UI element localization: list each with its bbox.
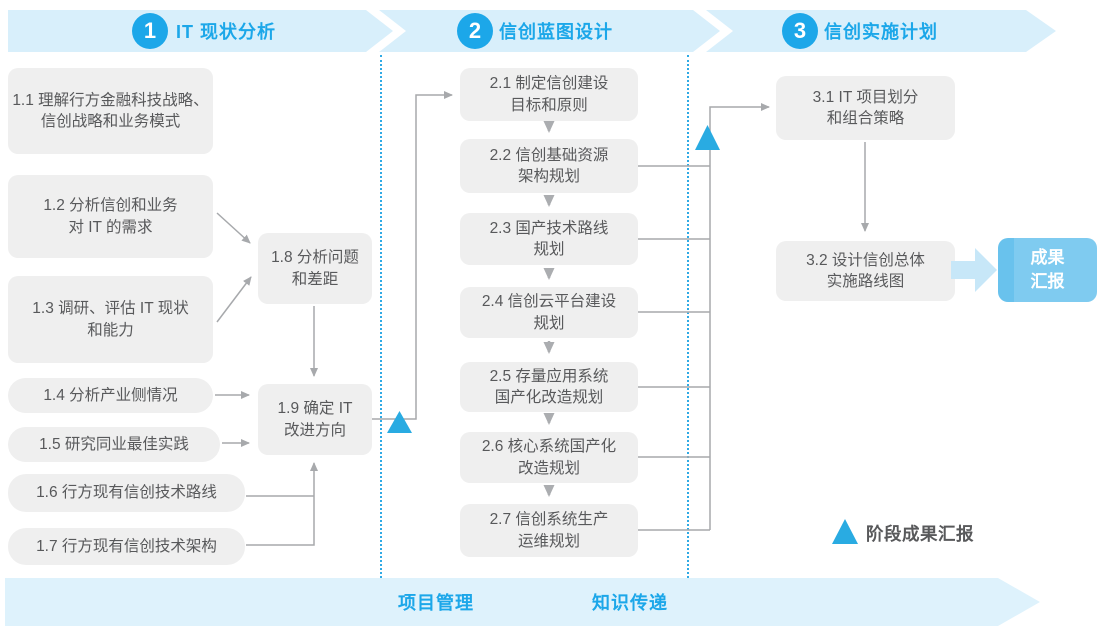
- step-text: 对 IT 的需求: [68, 218, 153, 236]
- phase-1-number-badge: 1: [132, 13, 168, 49]
- step-text: 信创战略和业务模式: [40, 113, 181, 130]
- result-report-box: 成果 汇报: [998, 238, 1097, 302]
- step-text: 架构规划: [517, 168, 580, 185]
- step-text: 规划: [533, 241, 565, 258]
- milestone-triangle-icon: [387, 411, 412, 433]
- bottom-band-project-management: 项目管理: [398, 593, 474, 613]
- step-box-2-4: 2.4 信创云平台建设 规划: [460, 287, 638, 338]
- legend-label: 阶段成果汇报: [866, 524, 974, 544]
- step-box-1-5: 1.5 研究同业最佳实践: [8, 427, 220, 462]
- arrow-1-2-to-1-8: [216, 212, 251, 244]
- phase-1-title: IT 现状分析: [176, 22, 276, 42]
- step-text: 和能力: [87, 321, 134, 339]
- step-text: 2.4 信创云平台建设: [481, 293, 617, 311]
- step-text: 2.2 信创基础资源: [489, 146, 609, 164]
- step-text: 1.8 分析问题: [271, 249, 359, 267]
- step-text: 1.6 行方现有信创技术路线: [36, 484, 217, 502]
- arrow-1-9-to-2-1: [372, 91, 453, 420]
- step-text: 1.5 研究同业最佳实践: [39, 435, 189, 453]
- step-text: 1.7 行方现有信创技术架构: [36, 537, 217, 555]
- step-text: 2.1 制定信创建设: [489, 75, 609, 93]
- step-text: 运维规划: [517, 532, 580, 550]
- step-box-2-5: 2.5 存量应用系统 国产化改造规划: [460, 362, 638, 412]
- step-box-1-2: 1.2 分析信创和业务 对 IT 的需求: [8, 175, 213, 258]
- arrow-collector-to-3-1: [709, 103, 770, 530]
- phase-3-title: 信创实施计划: [824, 22, 938, 42]
- bottom-band: [5, 578, 1040, 626]
- step-text: 实施路线图: [826, 273, 905, 290]
- step-box-1-8: 1.8 分析问题 和差距: [258, 233, 372, 304]
- phase-2-title: 信创蓝图设计: [499, 22, 613, 42]
- phase-divider-line: [380, 55, 382, 578]
- thick-arrow-icon: [951, 248, 997, 292]
- result-text: 汇报: [1030, 272, 1065, 291]
- step-text: 目标和原则: [510, 96, 588, 114]
- step-text: 1.9 确定 IT: [277, 400, 353, 418]
- step-box-2-2: 2.2 信创基础资源 架构规划: [460, 139, 638, 193]
- arrow-1-7-to-1-9: [246, 462, 318, 546]
- step-box-2-1: 2.1 制定信创建设 目标和原则: [460, 68, 638, 121]
- phase-divider-line: [687, 55, 689, 578]
- arrow-1-3-to-1-8: [216, 276, 252, 323]
- step-text: 和组合策略: [826, 110, 905, 127]
- step-text: 2.3 国产技术路线: [489, 219, 609, 237]
- step-box-1-9: 1.9 确定 IT 改进方向: [258, 384, 372, 455]
- step-box-2-7: 2.7 信创系统生产 运维规划: [460, 504, 638, 557]
- step-text: 2.6 核心系统国产化: [481, 438, 617, 456]
- step-box-1-7: 1.7 行方现有信创技术架构: [8, 528, 245, 565]
- step-box-3-2: 3.2 设计信创总体 实施路线图: [776, 241, 955, 301]
- step-box-1-4: 1.4 分析产业侧情况: [8, 378, 213, 413]
- step-text: 规划: [533, 314, 565, 332]
- step-text: 改造规划: [517, 459, 580, 477]
- step-text: 3.2 设计信创总体: [806, 251, 925, 269]
- step-box-2-3: 2.3 国产技术路线 规划: [460, 213, 638, 265]
- milestone-triangle-icon: [695, 125, 720, 150]
- step-text: 1.1 理解行方金融科技战略、: [12, 91, 209, 109]
- step-box-3-1: 3.1 IT 项目划分 和组合策略: [776, 76, 955, 140]
- step-text: 2.7 信创系统生产: [489, 511, 609, 529]
- legend-triangle-icon: [832, 519, 858, 544]
- step-box-1-1: 1.1 理解行方金融科技战略、 信创战略和业务模式: [8, 68, 213, 154]
- result-text: 成果: [1030, 248, 1065, 268]
- step-box-1-6: 1.6 行方现有信创技术路线: [8, 474, 245, 512]
- step-text: 3.1 IT 项目划分: [812, 88, 919, 106]
- step-text: 2.5 存量应用系统: [489, 367, 609, 385]
- phase-2-number-badge: 2: [457, 13, 493, 49]
- step-box-2-6: 2.6 核心系统国产化 改造规划: [460, 432, 638, 483]
- step-text: 国产化改造规划: [494, 389, 604, 406]
- step-text: 1.2 分析信创和业务: [43, 197, 178, 215]
- step-text: 和差距: [291, 270, 339, 288]
- step-text: 改进方向: [283, 421, 346, 439]
- bottom-band-knowledge-transfer: 知识传递: [592, 593, 668, 613]
- phase-band: [8, 10, 1056, 52]
- step-box-1-3: 1.3 调研、评估 IT 现状 和能力: [8, 276, 213, 363]
- step-text: 1.3 调研、评估 IT 现状: [32, 300, 189, 318]
- step-text: 1.4 分析产业侧情况: [43, 386, 178, 404]
- phase-3-number-badge: 3: [782, 13, 818, 49]
